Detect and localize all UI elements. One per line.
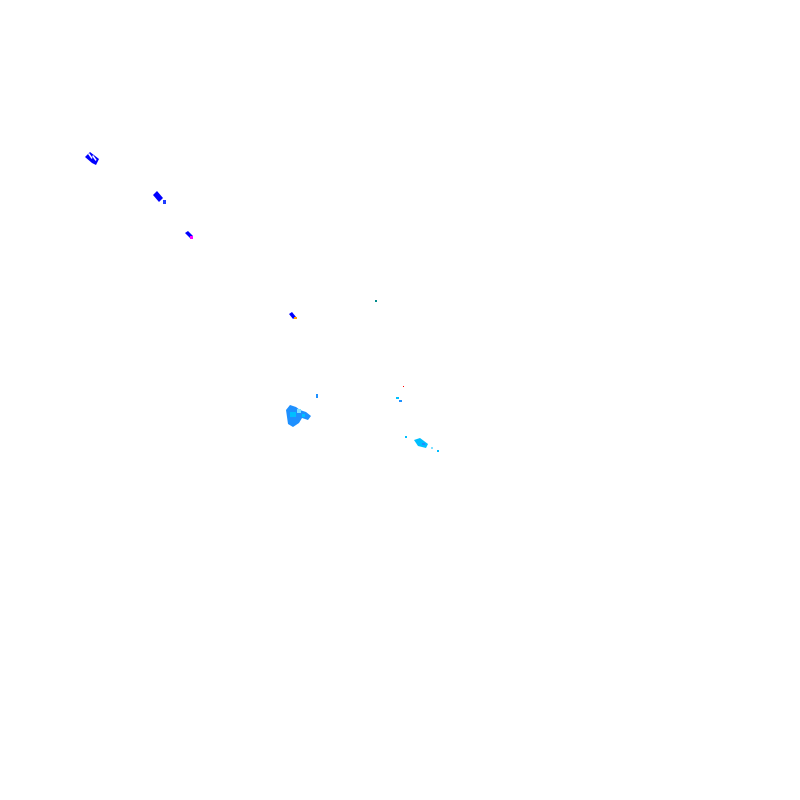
echo-speck xyxy=(422,443,425,445)
echo-speck xyxy=(437,450,439,452)
echo-cell xyxy=(414,438,428,448)
echo-cell-intense xyxy=(294,317,297,319)
echo-cluster-east xyxy=(396,386,404,402)
echo-gap xyxy=(92,155,97,161)
echo-speck xyxy=(405,436,407,438)
echo-speck xyxy=(375,300,377,302)
echo-cell-intense xyxy=(190,236,193,239)
echo-cell xyxy=(297,409,301,413)
echo-cell xyxy=(302,414,305,417)
echo-gap xyxy=(88,153,93,159)
echo-speck xyxy=(399,400,402,402)
echo-cluster-southeast xyxy=(405,436,439,452)
echo-cell xyxy=(286,405,311,427)
echo-cluster-center-north xyxy=(185,231,193,239)
echo-cell xyxy=(153,191,163,202)
echo-cluster-northwest xyxy=(85,152,99,165)
echo-cluster-southwest xyxy=(286,394,318,427)
echo-speck xyxy=(396,397,399,399)
echo-speck xyxy=(431,447,433,449)
echo-speck xyxy=(403,386,404,387)
echo-speck xyxy=(316,394,318,398)
echo-cell xyxy=(163,200,166,204)
echo-cluster-center xyxy=(289,312,297,319)
echo-cell xyxy=(290,412,296,417)
echo-cluster-north xyxy=(153,191,166,204)
